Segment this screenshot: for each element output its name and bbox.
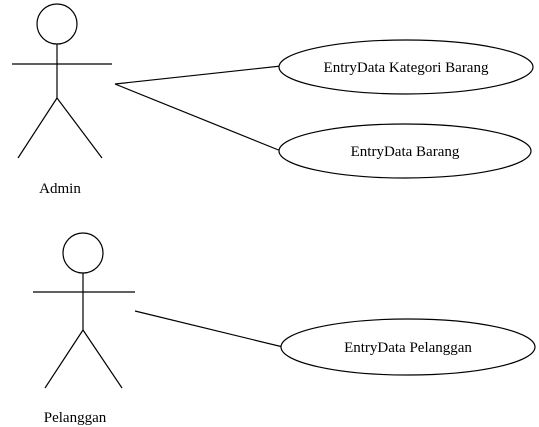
use-case-label: EntryData Kategori Barang: [324, 60, 489, 76]
use-case-ellipse: [278, 123, 532, 179]
actor-pelanggan-right-leg: [82, 329, 123, 389]
use-case-ellipse: [280, 318, 536, 376]
use-case-entrydata-pelanggan: EntryData Pelanggan: [280, 318, 536, 376]
use-case-label: EntryData Pelanggan: [344, 340, 472, 356]
association-admin-barang: [114, 83, 282, 152]
association-pelanggan-pelanggan: [134, 310, 284, 348]
association-admin-kategori-barang: [114, 65, 282, 85]
use-case-ellipse: [278, 39, 534, 95]
actor-pelanggan-head: [62, 232, 104, 274]
actor-pelanggan-label: Pelanggan: [44, 410, 107, 426]
use-case-entrydata-kategori-barang: EntryData Kategori Barang: [278, 39, 534, 95]
use-case-entrydata-barang: EntryData Barang: [278, 123, 532, 179]
actor-pelanggan-left-leg: [44, 329, 84, 389]
actor-admin-label: Admin: [39, 181, 81, 197]
actor-admin-right-leg: [56, 97, 103, 159]
actor-admin: Admin: [12, 3, 112, 197]
actor-admin-head: [36, 3, 78, 45]
actor-admin-left-leg: [17, 97, 58, 159]
use-case-label: EntryData Barang: [351, 144, 460, 160]
actor-pelanggan: Pelanggan: [33, 232, 135, 426]
